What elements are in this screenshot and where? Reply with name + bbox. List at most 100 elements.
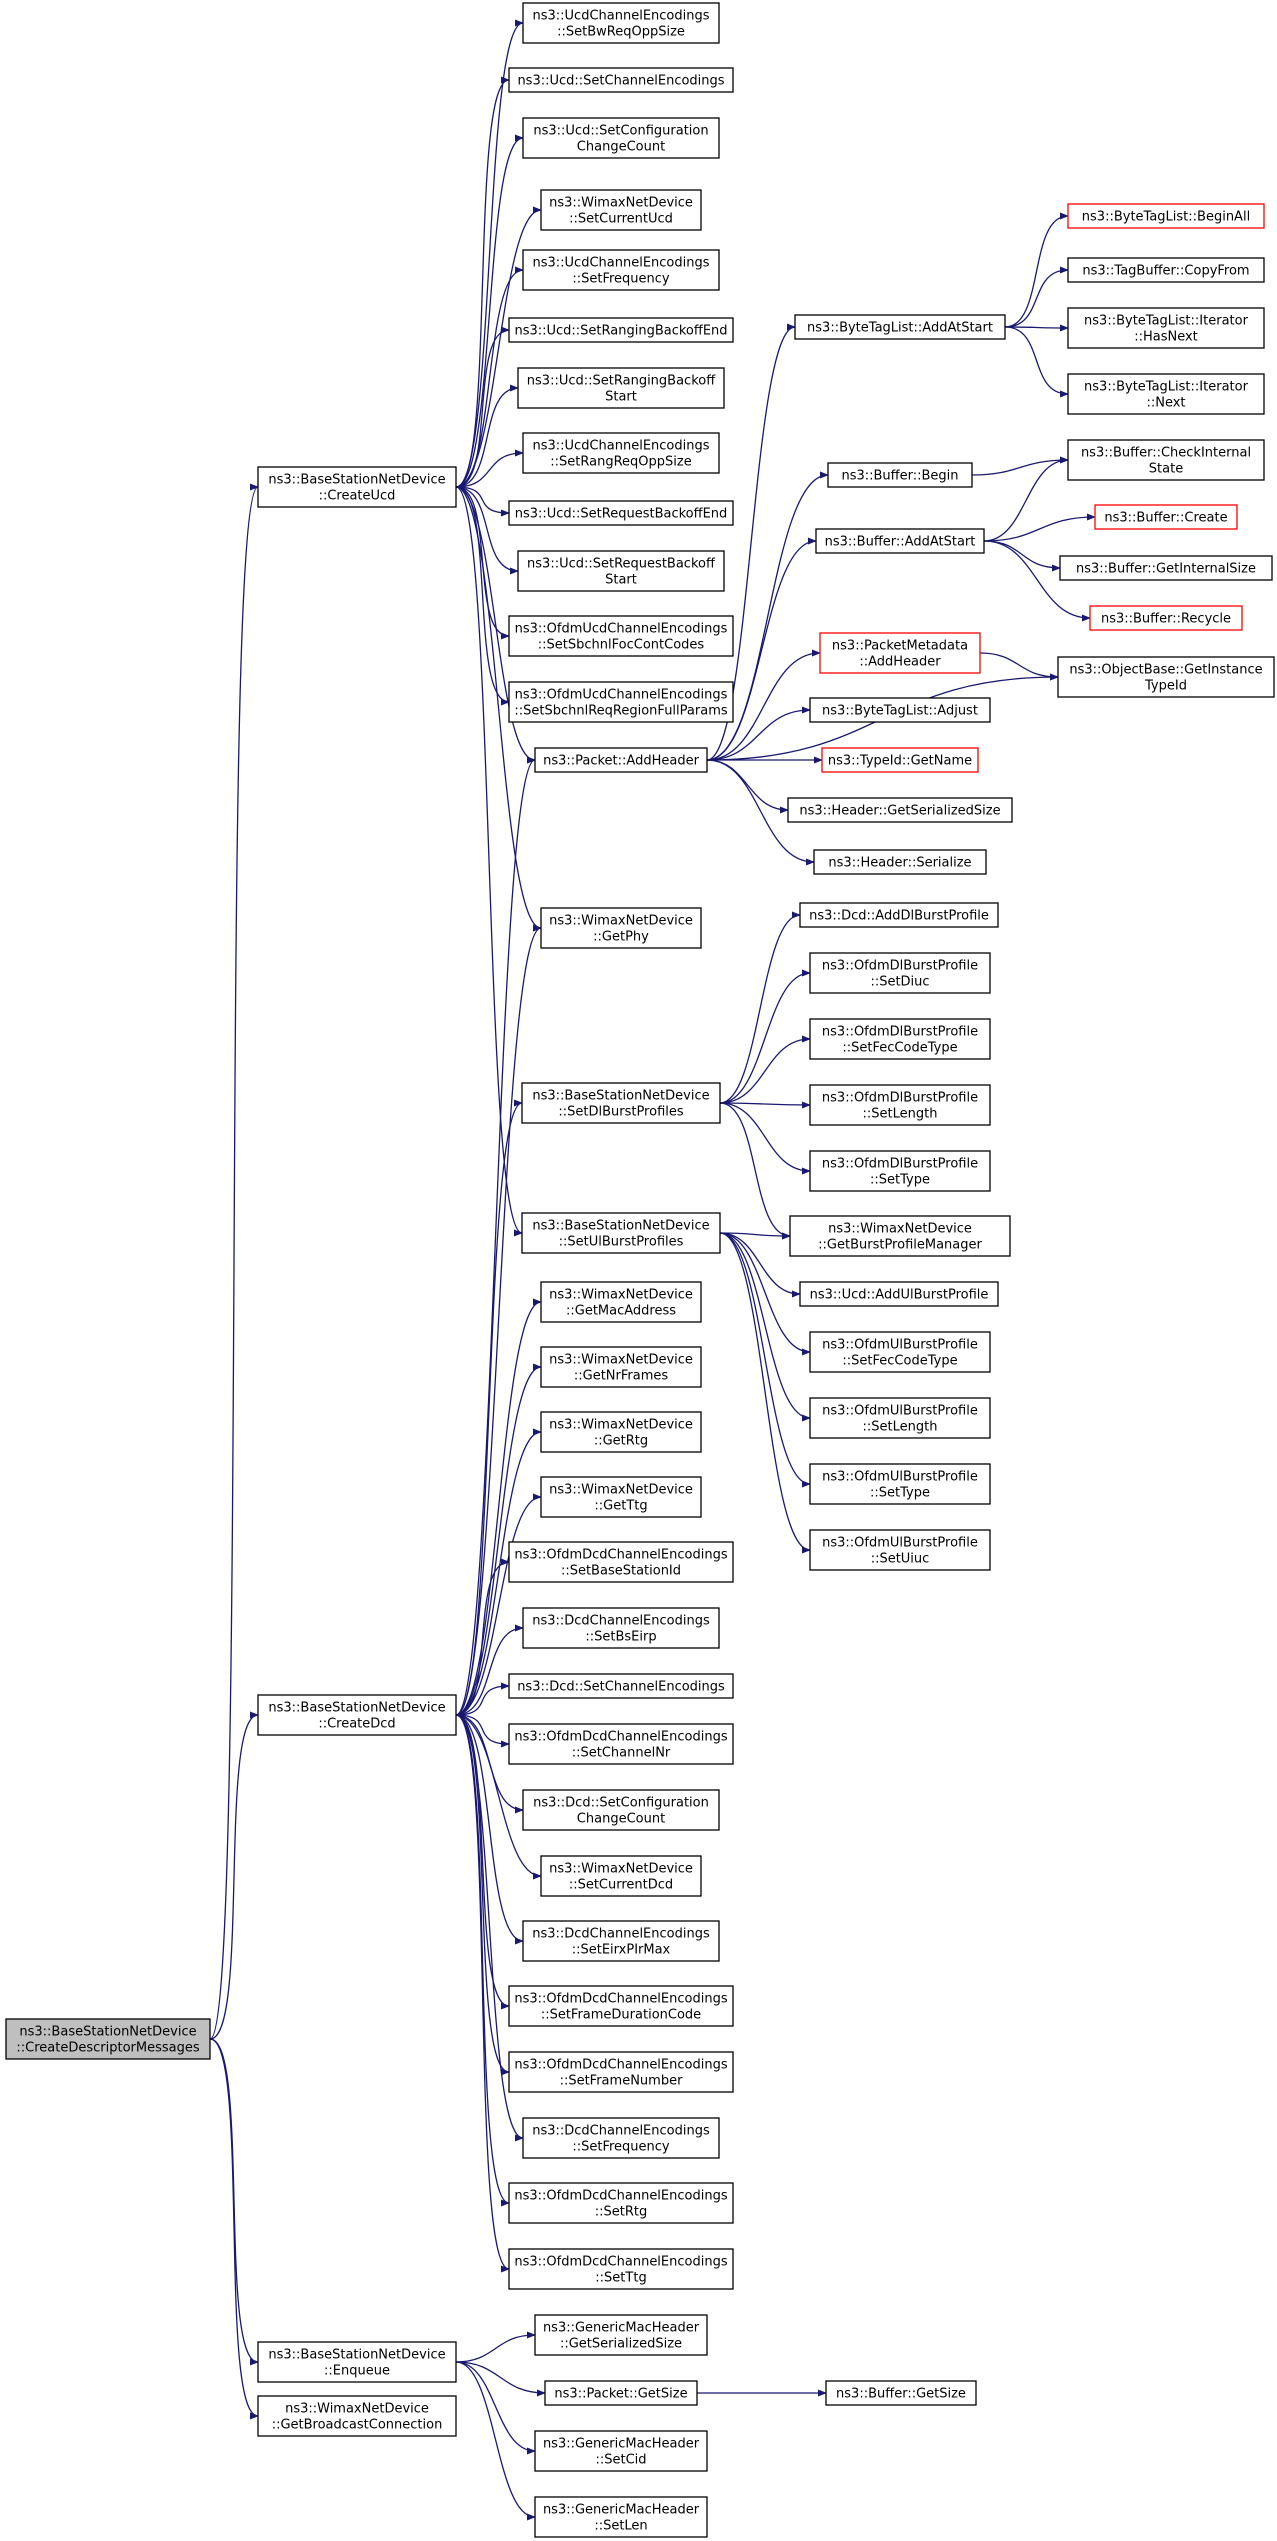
node-label-d3-0: ns3::Dcd::SetChannelEncodings — [517, 1680, 725, 1695]
node-label-u3-1: ChangeCount — [577, 140, 665, 155]
node-ul_len[interactable]: ns3::OfdmUlBurstProfile::SetLength — [809, 1397, 991, 1439]
edge-createucd-to-u12 — [455, 486, 510, 706]
node-d1[interactable]: ns3::OfdmDcdChannelEncodings::SetBaseSta… — [508, 1541, 734, 1583]
node-gmh_len[interactable]: ns3::GenericMacHeader::SetLen — [534, 2496, 708, 2538]
node-createdcd[interactable]: ns3::BaseStationNetDevice::CreateDcd — [257, 1694, 457, 1736]
node-buf_getint[interactable]: ns3::Buffer::GetInternalSize — [1059, 555, 1273, 581]
node-ul_fec[interactable]: ns3::OfdmUlBurstProfile::SetFecCodeType — [809, 1331, 991, 1373]
node-btl_begin[interactable]: ns3::ByteTagList::BeginAll — [1067, 203, 1265, 229]
node-label-pm_add-1: ::AddHeader — [859, 655, 941, 670]
node-box-u1 — [522, 2, 720, 44]
node-u8[interactable]: ns3::UcdChannelEncodings::SetRangReqOppS… — [522, 432, 720, 474]
node-u1[interactable]: ns3::UcdChannelEncodings::SetBwReqOppSiz… — [522, 2, 720, 44]
node-ucd_addul[interactable]: ns3::Ucd::AddUlBurstProfile — [799, 1281, 999, 1307]
node-box-d7 — [522, 1920, 720, 1962]
node-dcd_adddl[interactable]: ns3::Dcd::AddDlBurstProfile — [799, 902, 999, 928]
edge-enqueue-to-gmh_cid — [455, 2361, 536, 2455]
node-btl_adjust[interactable]: ns3::ByteTagList::Adjust — [809, 697, 991, 723]
node-createucd[interactable]: ns3::BaseStationNetDevice::CreateUcd — [257, 466, 457, 508]
node-buf_recycle[interactable]: ns3::Buffer::Recycle — [1089, 605, 1243, 631]
node-dl_fec[interactable]: ns3::OfdmDlBurstProfile::SetFecCodeType — [809, 1018, 991, 1060]
node-typeid[interactable]: ns3::TypeId::GetName — [821, 747, 979, 773]
node-box-d2 — [522, 1607, 720, 1649]
node-label-dl_fec-1: ::SetFecCodeType — [842, 1041, 957, 1056]
node-d10[interactable]: ns3::DcdChannelEncodings::SetFrequency — [522, 2117, 720, 2159]
node-getttg[interactable]: ns3::WimaxNetDevice::GetTtg — [540, 1476, 702, 1518]
node-u9[interactable]: ns3::Ucd::SetRequestBackoffEnd — [508, 500, 734, 526]
node-label-root-1: ::CreateDescriptorMessages — [16, 2041, 199, 2056]
node-getmac[interactable]: ns3::WimaxNetDevice::GetMacAddress — [540, 1281, 702, 1323]
node-ul_uiuc[interactable]: ns3::OfdmUlBurstProfile::SetUiuc — [809, 1529, 991, 1571]
node-buf_begin[interactable]: ns3::Buffer::Begin — [827, 462, 973, 488]
node-d12[interactable]: ns3::OfdmDcdChannelEncodings::SetTtg — [508, 2248, 734, 2290]
node-buf_getsize[interactable]: ns3::Buffer::GetSize — [825, 2380, 977, 2406]
node-enqueue[interactable]: ns3::BaseStationNetDevice::Enqueue — [257, 2341, 457, 2383]
node-btl_hasnext[interactable]: ns3::ByteTagList::Iterator::HasNext — [1067, 307, 1265, 349]
edge-createdcd-to-d7 — [455, 1714, 524, 1945]
node-d11[interactable]: ns3::OfdmDcdChannelEncodings::SetRtg — [508, 2182, 734, 2224]
node-d2[interactable]: ns3::DcdChannelEncodings::SetBsEirp — [522, 1607, 720, 1649]
node-buf_create[interactable]: ns3::Buffer::Create — [1094, 504, 1238, 530]
node-u4[interactable]: ns3::WimaxNetDevice::SetCurrentUcd — [540, 189, 702, 231]
node-d7[interactable]: ns3::DcdChannelEncodings::SetEirxPIrMax — [522, 1920, 720, 1962]
node-dl_diuc[interactable]: ns3::OfdmDlBurstProfile::SetDiuc — [809, 952, 991, 994]
node-d6[interactable]: ns3::WimaxNetDevice::SetCurrentDcd — [540, 1855, 702, 1897]
node-tagbuf[interactable]: ns3::TagBuffer::CopyFrom — [1067, 257, 1265, 283]
node-btl_next[interactable]: ns3::ByteTagList::Iterator::Next — [1067, 373, 1265, 415]
edge-createdcd-to-d11 — [455, 1714, 510, 2207]
node-hdr_ser[interactable]: ns3::Header::Serialize — [813, 849, 987, 875]
node-d4[interactable]: ns3::OfdmDcdChannelEncodings::SetChannel… — [508, 1723, 734, 1765]
node-label-u5-0: ns3::UcdChannelEncodings — [532, 256, 709, 271]
function-nodes: ns3::BaseStationNetDevice::CreateDescrip… — [5, 2, 1275, 2538]
node-label-u11-0: ns3::OfdmUcdChannelEncodings — [515, 622, 728, 637]
node-u6[interactable]: ns3::Ucd::SetRangingBackoffEnd — [508, 317, 734, 343]
node-getbpm[interactable]: ns3::WimaxNetDevice::GetBurstProfileMana… — [789, 1215, 1011, 1257]
node-getphy[interactable]: ns3::WimaxNetDevice::GetPhy — [540, 907, 702, 949]
node-gmh_cid[interactable]: ns3::GenericMacHeader::SetCid — [534, 2430, 708, 2472]
node-buf_add[interactable]: ns3::Buffer::AddAtStart — [815, 528, 985, 554]
node-label-getbroadcast-1: ::GetBroadcastConnection — [272, 2418, 443, 2433]
node-d3[interactable]: ns3::Dcd::SetChannelEncodings — [508, 1673, 734, 1699]
node-root[interactable]: ns3::BaseStationNetDevice::CreateDescrip… — [5, 2018, 211, 2060]
node-dl_len[interactable]: ns3::OfdmDlBurstProfile::SetLength — [809, 1084, 991, 1126]
node-d8[interactable]: ns3::OfdmDcdChannelEncodings::SetFrameDu… — [508, 1985, 734, 2027]
edge-buf_add-to-buf_recycle — [983, 540, 1091, 622]
edge-btl_add-to-btl_hasnext — [1004, 324, 1069, 332]
node-label-btl_hasnext-0: ns3::ByteTagList::Iterator — [1084, 314, 1249, 329]
node-label-createdcd-1: ::CreateDcd — [318, 1717, 395, 1732]
node-pkt_getsize[interactable]: ns3::Packet::GetSize — [544, 2380, 698, 2406]
node-pm_add[interactable]: ns3::PacketMetadata::AddHeader — [819, 632, 981, 674]
node-u11[interactable]: ns3::OfdmUcdChannelEncodings::SetSbchnlF… — [508, 615, 734, 657]
node-label-tagbuf-0: ns3::TagBuffer::CopyFrom — [1082, 264, 1249, 279]
node-box-buf_begin — [827, 462, 973, 488]
node-setul[interactable]: ns3::BaseStationNetDevice::SetUlBurstPro… — [521, 1212, 721, 1254]
node-d9[interactable]: ns3::OfdmDcdChannelEncodings::SetFrameNu… — [508, 2051, 734, 2093]
node-ul_type[interactable]: ns3::OfdmUlBurstProfile::SetType — [809, 1463, 991, 1505]
node-dl_type[interactable]: ns3::OfdmDlBurstProfile::SetType — [809, 1150, 991, 1192]
node-box-getmac — [540, 1281, 702, 1323]
node-hdr_getsize[interactable]: ns3::Header::GetSerializedSize — [787, 797, 1013, 823]
node-setdl[interactable]: ns3::BaseStationNetDevice::SetDlBurstPro… — [521, 1082, 721, 1124]
node-label-btl_next-0: ns3::ByteTagList::Iterator — [1084, 380, 1249, 395]
node-label-d8-0: ns3::OfdmDcdChannelEncodings — [514, 1992, 727, 2007]
node-u5[interactable]: ns3::UcdChannelEncodings::SetFrequency — [522, 249, 720, 291]
node-label-d7-1: ::SetEirxPIrMax — [572, 1943, 671, 1958]
node-getnrf[interactable]: ns3::WimaxNetDevice::GetNrFrames — [540, 1346, 702, 1388]
node-label-u10-1: Start — [605, 573, 637, 588]
node-getbroadcast[interactable]: ns3::WimaxNetDevice::GetBroadcastConnect… — [257, 2395, 457, 2437]
node-getrtg[interactable]: ns3::WimaxNetDevice::GetRtg — [540, 1411, 702, 1453]
node-u12[interactable]: ns3::OfdmUcdChannelEncodings::SetSbchnlR… — [508, 681, 734, 723]
node-u2[interactable]: ns3::Ucd::SetChannelEncodings — [508, 67, 734, 93]
edge-buf_add-to-buf_getint — [983, 540, 1061, 572]
node-gmh_size[interactable]: ns3::GenericMacHeader::GetSerializedSize — [534, 2314, 708, 2356]
node-addheader[interactable]: ns3::Packet::AddHeader — [534, 747, 708, 773]
node-label-ul_fec-1: ::SetFecCodeType — [842, 1354, 957, 1369]
node-btl_add[interactable]: ns3::ByteTagList::AddAtStart — [794, 314, 1006, 340]
edge-buf_begin-to-buf_check — [971, 456, 1069, 476]
